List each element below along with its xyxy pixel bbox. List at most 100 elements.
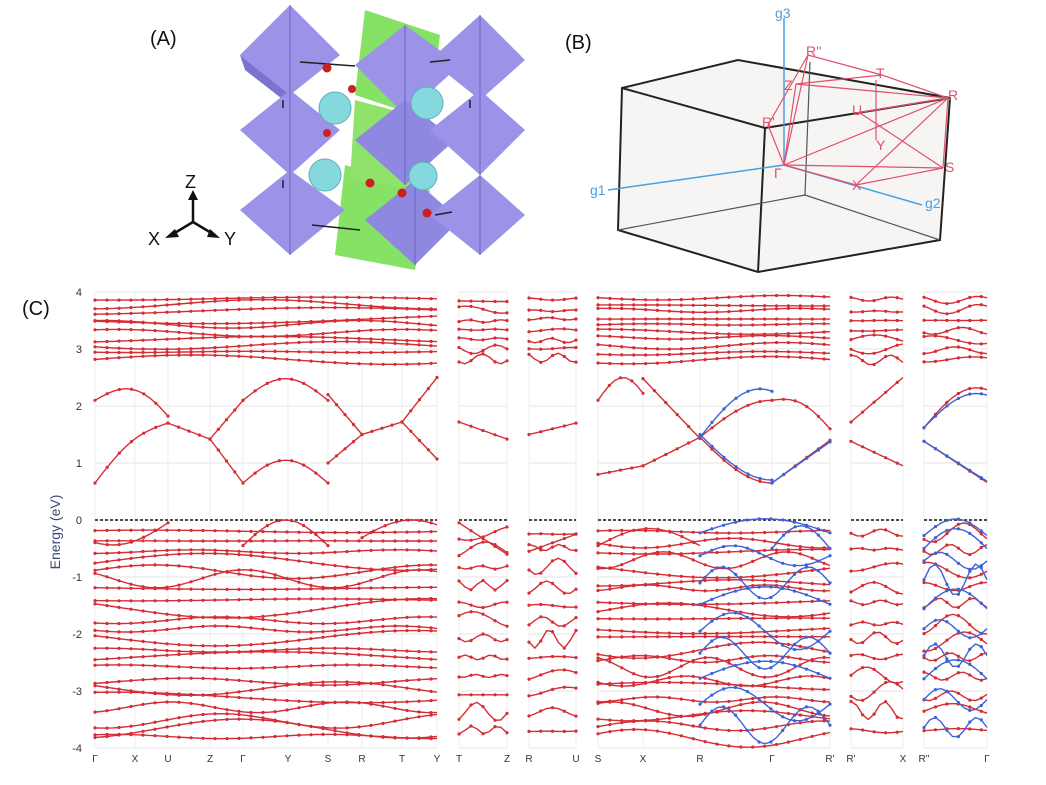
band-point <box>261 642 265 646</box>
conduction-band <box>94 328 438 338</box>
band-point <box>273 641 277 645</box>
band-point <box>333 318 337 323</box>
band-point <box>691 558 695 562</box>
band-point <box>345 531 349 535</box>
valence-band <box>597 654 831 664</box>
band-point <box>739 709 743 713</box>
band-point <box>933 447 938 451</box>
band-point <box>309 646 313 651</box>
band-point <box>141 305 145 309</box>
band-point <box>751 317 755 321</box>
band-point <box>249 568 253 572</box>
x-tick-label: R'' <box>918 754 929 765</box>
band-point <box>345 336 349 340</box>
band-point <box>201 353 205 357</box>
band-point <box>816 639 820 643</box>
band-point <box>297 551 301 555</box>
band-point <box>620 306 624 311</box>
band-point <box>429 314 433 318</box>
band-point <box>201 651 205 655</box>
band-point <box>727 635 731 639</box>
band-point <box>405 548 409 552</box>
band-point <box>302 463 306 467</box>
band-point <box>481 338 485 342</box>
band-point <box>933 359 938 363</box>
band-point <box>655 680 660 684</box>
band-point <box>539 655 543 659</box>
band-point <box>117 599 121 603</box>
valence-band <box>850 528 904 537</box>
band-point <box>165 347 169 351</box>
band-point <box>632 681 636 685</box>
band-point <box>153 654 157 658</box>
band-point <box>429 323 433 327</box>
band-point <box>469 566 473 570</box>
band-point <box>945 400 949 404</box>
band-point <box>703 604 707 608</box>
band-point <box>703 660 707 664</box>
band-point <box>345 621 349 625</box>
band-point <box>786 317 791 321</box>
band-point <box>165 700 169 704</box>
band-point <box>201 666 205 670</box>
band-point <box>751 584 755 588</box>
band-point <box>828 702 832 706</box>
band-point <box>786 332 791 336</box>
band-point <box>792 589 797 593</box>
band-point <box>429 689 433 693</box>
band-point <box>763 354 767 359</box>
band-point <box>249 650 253 654</box>
band-point <box>469 655 473 659</box>
band-point <box>117 586 121 590</box>
band-point <box>763 294 767 298</box>
band-point <box>261 530 265 534</box>
valence-band <box>94 598 438 602</box>
band-point <box>249 550 253 554</box>
band-point <box>745 546 749 550</box>
band-point <box>357 620 361 624</box>
band-point <box>596 541 600 545</box>
band-point <box>727 344 731 348</box>
band-point <box>481 352 485 356</box>
valence-band <box>850 666 904 685</box>
band-point <box>105 621 109 626</box>
band-point <box>822 295 826 299</box>
band-point <box>979 564 983 568</box>
band-point <box>273 551 277 555</box>
band-point <box>457 537 461 541</box>
band-point <box>285 320 289 324</box>
band-point <box>691 359 695 363</box>
band-point <box>751 323 755 327</box>
band-point <box>177 700 181 704</box>
band-point <box>297 706 301 710</box>
band-point <box>357 586 361 590</box>
band-point <box>93 481 97 485</box>
band-point <box>804 593 809 597</box>
band-point <box>679 674 683 678</box>
band-point <box>956 587 961 591</box>
conduction-band <box>923 295 988 305</box>
band-point <box>884 456 888 460</box>
band-point <box>105 543 109 547</box>
band-point <box>357 653 361 657</box>
band-point <box>630 466 634 470</box>
band-point <box>417 328 421 332</box>
band-point <box>739 602 743 606</box>
band-point <box>861 698 865 702</box>
band-point <box>153 554 157 558</box>
band-point <box>596 334 600 338</box>
band-point <box>105 663 109 667</box>
band-point <box>715 531 719 535</box>
band-point <box>213 705 217 710</box>
band-point <box>849 329 853 333</box>
band-point <box>884 348 888 352</box>
band-point <box>745 728 749 732</box>
band-point <box>213 297 217 301</box>
band-point <box>273 573 277 577</box>
band-point <box>810 304 814 308</box>
band-point <box>141 354 145 358</box>
band-point <box>968 341 972 345</box>
band-point <box>786 635 791 639</box>
band-point <box>968 631 972 635</box>
band-point <box>345 330 349 334</box>
